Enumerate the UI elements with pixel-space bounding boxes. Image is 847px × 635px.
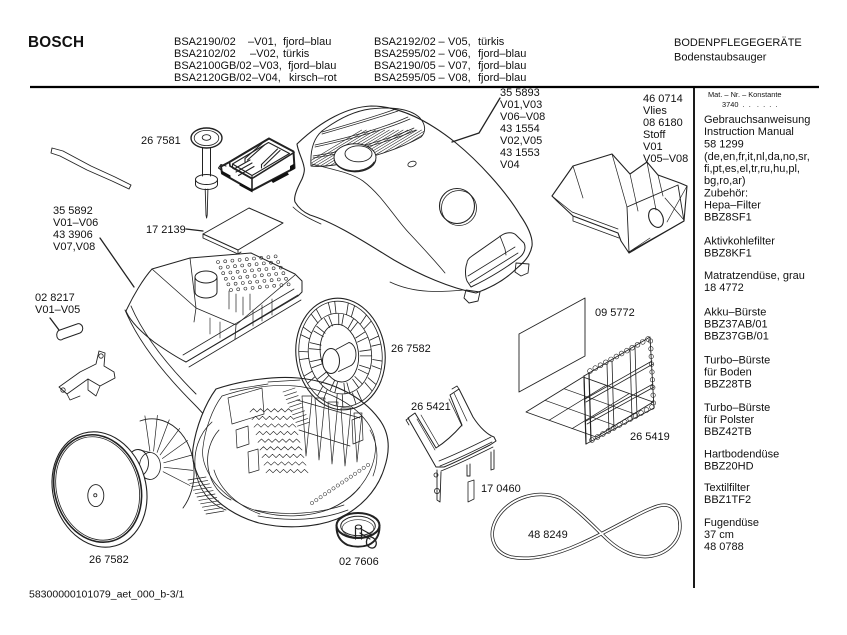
svg-text:Hartbodendüse: Hartbodendüse	[704, 449, 779, 461]
svg-text:BBZ37AB/01: BBZ37AB/01	[704, 319, 768, 331]
svg-text:kirsch–rot: kirsch–rot	[289, 72, 337, 84]
svg-text:43 1554: 43 1554	[500, 123, 540, 135]
svg-text:V06–V08: V06–V08	[500, 111, 545, 123]
svg-text:für Polster: für Polster	[704, 414, 754, 426]
svg-text:17 2139: 17 2139	[146, 224, 186, 236]
svg-text:35 5893: 35 5893	[500, 87, 540, 99]
svg-text:Textilfilter: Textilfilter	[704, 482, 750, 494]
svg-text:V05,: V05,	[448, 36, 471, 48]
svg-text:BSA2100GB/02: BSA2100GB/02	[174, 60, 252, 72]
svg-text:Aktivkohlefilter: Aktivkohlefilter	[704, 236, 775, 248]
svg-text:37 cm: 37 cm	[704, 529, 734, 541]
svg-text:26 7582: 26 7582	[89, 554, 129, 566]
svg-text:BBZ1TF2: BBZ1TF2	[704, 494, 751, 506]
svg-text:–V03,: –V03,	[253, 60, 282, 72]
svg-text:fjord–blau: fjord–blau	[478, 72, 526, 84]
svg-text:17 0460: 17 0460	[481, 483, 521, 495]
svg-text:BBZ37GB/01: BBZ37GB/01	[704, 331, 769, 343]
svg-text:fjord–blau: fjord–blau	[478, 48, 526, 60]
svg-text:02 7606: 02 7606	[339, 556, 379, 568]
svg-text:fjord–blau: fjord–blau	[288, 60, 336, 72]
svg-text:Fugendüse: Fugendüse	[704, 517, 759, 529]
svg-text:fjord–blau: fjord–blau	[478, 60, 526, 72]
svg-text:BBZ8SF1: BBZ8SF1	[704, 212, 752, 224]
svg-text:46 0714: 46 0714	[643, 93, 683, 105]
svg-text:BBZ28TB: BBZ28TB	[704, 379, 752, 391]
svg-text:V08,: V08,	[448, 72, 471, 84]
svg-text:43 3906: 43 3906	[53, 229, 93, 241]
svg-text:43 1553: 43 1553	[500, 147, 540, 159]
svg-text:58300000101079_aet_000_b-3/1: 58300000101079_aet_000_b-3/1	[29, 589, 184, 601]
svg-text:BSA2102/02: BSA2102/02	[174, 48, 236, 60]
svg-text:BBZ42TB: BBZ42TB	[704, 426, 752, 438]
svg-text:BODENPFLEGEGERÄTE: BODENPFLEGEGERÄTE	[674, 37, 802, 49]
svg-text:BOSCH: BOSCH	[28, 34, 84, 51]
svg-text:BSA2595/02: BSA2595/02	[374, 48, 436, 60]
svg-text:V05–V08: V05–V08	[643, 153, 688, 165]
svg-text:V01–V05: V01–V05	[35, 304, 80, 316]
svg-text:–V02,: –V02,	[250, 48, 279, 60]
svg-text:V04: V04	[500, 159, 520, 171]
svg-text:BSA2192/02: BSA2192/02	[374, 36, 436, 48]
svg-text:V07,: V07,	[448, 60, 471, 72]
svg-text:für Boden: für Boden	[704, 367, 752, 379]
svg-text:Turbo–Bürste: Turbo–Bürste	[704, 355, 770, 367]
svg-text:Gebrauchsanweisung: Gebrauchsanweisung	[704, 114, 810, 126]
svg-text:–: –	[439, 72, 446, 84]
svg-text:V01,V03: V01,V03	[500, 99, 542, 111]
svg-text:3740 . . . . . .: 3740 . . . . . .	[722, 100, 777, 109]
svg-text:BSA2190/02: BSA2190/02	[174, 36, 236, 48]
svg-text:–: –	[439, 60, 446, 72]
svg-text:26 7581: 26 7581	[141, 135, 181, 147]
svg-text:08 6180: 08 6180	[643, 117, 683, 129]
svg-text:–V01,: –V01,	[248, 36, 277, 48]
svg-text:BBZ8KF1: BBZ8KF1	[704, 248, 752, 260]
svg-text:Instruction Manual: Instruction Manual	[704, 126, 794, 138]
svg-text:48 8249: 48 8249	[528, 529, 568, 541]
svg-text:BSA2120GB/02: BSA2120GB/02	[174, 72, 252, 84]
svg-text:02 8217: 02 8217	[35, 292, 75, 304]
svg-text:BBZ20HD: BBZ20HD	[704, 461, 754, 473]
svg-text:V02,V05: V02,V05	[500, 135, 542, 147]
svg-text:Hepa–Filter: Hepa–Filter	[704, 200, 761, 212]
svg-text:Matratzendüse, grau: Matratzendüse, grau	[704, 270, 805, 282]
svg-text:V01: V01	[643, 141, 663, 153]
svg-text:Stoff: Stoff	[643, 129, 666, 141]
svg-text:V07,V08: V07,V08	[53, 241, 95, 253]
svg-text:(de,en,fr,it,nl,da,no,sr,: (de,en,fr,it,nl,da,no,sr,	[704, 151, 810, 163]
svg-text:48 0788: 48 0788	[704, 541, 744, 553]
svg-text:BSA2595/05: BSA2595/05	[374, 72, 436, 84]
svg-text:–: –	[439, 36, 446, 48]
svg-text:türkis: türkis	[283, 48, 310, 60]
svg-text:BSA2190/05: BSA2190/05	[374, 60, 436, 72]
svg-text:türkis: türkis	[478, 36, 505, 48]
svg-text:18 4772: 18 4772	[704, 282, 744, 294]
svg-text:09 5772: 09 5772	[595, 307, 635, 319]
svg-text:58 1299: 58 1299	[704, 139, 744, 151]
svg-text:Turbo–Bürste: Turbo–Bürste	[704, 402, 770, 414]
svg-text:V06,: V06,	[448, 48, 471, 60]
svg-text:–V04,: –V04,	[252, 72, 281, 84]
svg-text:26 5419: 26 5419	[630, 431, 670, 443]
svg-text:V01–V06: V01–V06	[53, 217, 98, 229]
svg-text:Bodenstaubsauger: Bodenstaubsauger	[674, 52, 767, 64]
svg-text:26 5421: 26 5421	[411, 401, 451, 413]
svg-text:–: –	[439, 48, 446, 60]
svg-text:35 5892: 35 5892	[53, 205, 93, 217]
svg-text:bg,ro,ar): bg,ro,ar)	[704, 175, 746, 187]
svg-text:Akku–Bürste: Akku–Bürste	[704, 307, 766, 319]
svg-text:26 7582: 26 7582	[391, 343, 431, 355]
svg-text:fi,pt,es,el,tr,ru,hu,pl,: fi,pt,es,el,tr,ru,hu,pl,	[704, 163, 800, 175]
svg-text:Zubehör:: Zubehör:	[704, 188, 748, 200]
svg-text:fjord–blau: fjord–blau	[283, 36, 331, 48]
svg-text:Vlies: Vlies	[643, 105, 667, 117]
svg-text:Mat. – Nr. – Konstante: Mat. – Nr. – Konstante	[708, 90, 782, 99]
